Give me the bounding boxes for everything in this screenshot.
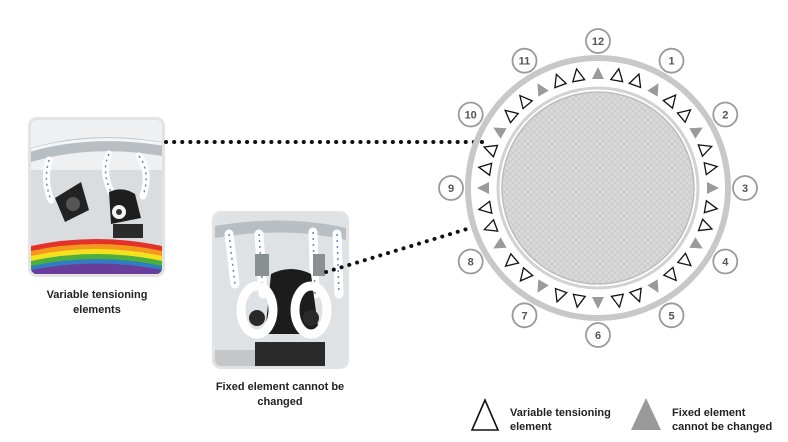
position-badge-3: 3: [732, 175, 758, 201]
position-badge-8: 8: [457, 248, 484, 275]
variable-element-triangle: [571, 67, 586, 83]
legend-variable-triangle-icon: [470, 397, 500, 431]
position-badge-1: 1: [658, 47, 685, 74]
position-number: 3: [742, 183, 748, 195]
photo-variable-tensioning: [31, 120, 162, 274]
variable-element-triangle: [504, 109, 520, 124]
position-badge-7: 7: [511, 302, 538, 329]
position-number: 9: [448, 183, 454, 195]
variable-element-triangle: [554, 287, 568, 304]
fixed-element-triangle: [537, 279, 549, 293]
variable-element-triangle: [676, 108, 692, 124]
position-badge-5: 5: [658, 302, 685, 329]
caption-fixed-element: Fixed element cannot be changed: [215, 381, 345, 408]
position-number: 2: [722, 110, 728, 122]
variable-element-triangle: [482, 218, 499, 232]
position-badge-circle: [511, 302, 538, 329]
frame-ring: [465, 55, 731, 321]
position-badge-6: 6: [585, 322, 611, 348]
fixed-element-triangle: [477, 182, 489, 194]
position-badge-circle: [712, 248, 739, 275]
legend-variable-label: Variable tensioning element: [510, 407, 611, 433]
position-badge-circle: [658, 302, 685, 329]
inner-ring: [496, 86, 700, 290]
fixed-element-triangle: [592, 297, 604, 309]
variable-element-triangle: [518, 94, 534, 110]
fixed-element-triangle: [689, 127, 703, 139]
legend-fixed-label: Fixed element cannot be changed: [672, 407, 773, 433]
position-number: 5: [668, 310, 674, 322]
fixed-element-triangle: [493, 237, 507, 249]
variable-element-triangle: [609, 67, 624, 83]
position-number: 12: [592, 36, 604, 48]
position-badge-circle: [438, 175, 464, 201]
position-number: 7: [521, 310, 527, 322]
fixed-element-triangle: [689, 237, 703, 249]
fixed-element-triangle: [537, 83, 549, 97]
position-badge-circle: [457, 101, 484, 128]
position-badge-12: 12: [585, 28, 611, 54]
position-badge-circle: [585, 28, 611, 54]
position-badge-circle: [585, 322, 611, 348]
position-number: 1: [668, 56, 674, 68]
fixed-element-illustration: [215, 214, 346, 366]
variable-element-triangle: [697, 144, 714, 158]
variable-element-triangle: [519, 266, 534, 282]
position-badge-11: 11: [511, 47, 538, 74]
variable-element-triangle: [610, 293, 625, 309]
fixed-element-triangle: [707, 182, 719, 194]
position-badge-circle: [732, 175, 758, 201]
position-badge-circle: [457, 248, 484, 275]
position-number: 10: [465, 110, 477, 122]
rainbow-pad: [31, 239, 162, 274]
position-badge-4: 4: [712, 248, 739, 275]
position-badge-10: 10: [457, 101, 484, 128]
variable-element-triangle: [572, 293, 587, 309]
legend-fixed-triangle-icon: [631, 398, 661, 430]
fixed-element-triangle: [647, 83, 659, 97]
position-badge-9: 9: [438, 175, 464, 201]
position-number: 6: [595, 330, 601, 342]
variable-element-triangle: [482, 144, 499, 158]
leader-line-fixed: [324, 223, 482, 274]
fixed-element-triangle: [592, 67, 604, 79]
variable-element-triangle: [554, 72, 568, 89]
variable-element-triangle: [703, 161, 719, 176]
variable-element-triangle: [676, 252, 692, 267]
variable-element-triangle: [477, 162, 493, 177]
variable-element-triangle: [662, 266, 678, 282]
position-number: 11: [519, 56, 531, 68]
position-badge-circle: [712, 101, 739, 128]
caption-variable-tensioning: Variable tensioning elements: [46, 289, 148, 316]
jumping-mat: [501, 91, 695, 285]
position-badge-circle: [658, 47, 685, 74]
position-number: 4: [722, 257, 729, 269]
variable-element-triangle: [504, 252, 520, 268]
variable-tensioning-illustration: [31, 120, 162, 274]
fixed-element-triangle: [647, 279, 659, 293]
variable-element-triangle: [477, 200, 493, 215]
position-badge-circle: [511, 47, 538, 74]
variable-element-triangle: [628, 287, 642, 304]
variable-element-triangle: [662, 94, 677, 110]
variable-element-triangle: [628, 72, 642, 89]
position-number: 8: [468, 257, 474, 269]
position-badge-2: 2: [712, 101, 739, 128]
fixed-element-triangle: [493, 127, 507, 139]
variable-element-triangle: [697, 218, 714, 232]
variable-element-triangle: [703, 199, 719, 214]
photo-fixed-element: [215, 214, 346, 366]
